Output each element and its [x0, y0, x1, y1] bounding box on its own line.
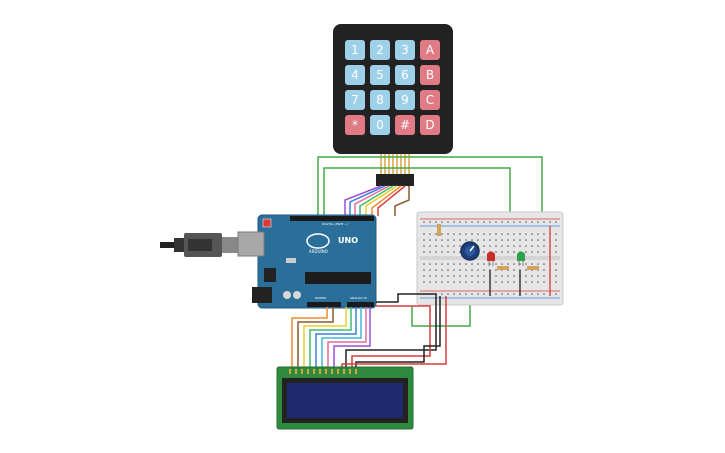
keypad-to-arduino-wires — [344, 185, 410, 216]
keypad-header-connector — [376, 174, 414, 186]
voltage-regulator — [264, 268, 276, 282]
arduino-logo — [306, 233, 330, 249]
capacitor-right — [293, 291, 301, 299]
lcd-pins — [289, 369, 357, 374]
key-hash[interactable]: # — [395, 115, 415, 135]
led-red[interactable] — [487, 251, 495, 267]
key-9[interactable]: 9 — [395, 90, 415, 110]
power-header — [307, 302, 341, 307]
digital-header — [290, 216, 374, 221]
key-6[interactable]: 6 — [395, 65, 415, 85]
resistor-top[interactable] — [437, 224, 441, 236]
analog-header-label: ANALOG IN — [350, 296, 367, 300]
key-8[interactable]: 8 — [370, 90, 390, 110]
arduino-brand-label: ARDUINO — [309, 249, 328, 254]
key-b[interactable]: B — [420, 65, 440, 85]
key-star[interactable]: * — [345, 115, 365, 135]
key-0[interactable]: 0 — [370, 115, 390, 135]
key-2[interactable]: 2 — [370, 40, 390, 60]
reset-button[interactable] — [262, 218, 272, 228]
usb-port — [237, 231, 265, 257]
digital-header-label: DIGITAL (PWM ~) — [322, 222, 348, 226]
potentiometer[interactable] — [460, 241, 480, 261]
key-c[interactable]: C — [420, 90, 440, 110]
key-7[interactable]: 7 — [345, 90, 365, 110]
arduino-to-lcd-wires — [291, 307, 371, 367]
key-4[interactable]: 4 — [345, 65, 365, 85]
microcontroller-chip — [305, 272, 371, 284]
crystal — [286, 258, 296, 263]
usb-cable — [160, 233, 242, 257]
key-a[interactable]: A — [420, 40, 440, 60]
power-header-label: POWER — [315, 296, 327, 300]
key-5[interactable]: 5 — [370, 65, 390, 85]
resistor-green-led[interactable] — [527, 266, 539, 270]
key-d[interactable]: D — [420, 115, 440, 135]
keypad-4x4[interactable]: 1 2 3 A 4 5 6 B 7 8 9 C * 0 # D — [333, 24, 453, 154]
power-jack — [252, 287, 272, 303]
key-1[interactable]: 1 — [345, 40, 365, 60]
arduino-model-label: UNO — [338, 236, 358, 245]
led-green[interactable] — [517, 251, 525, 267]
capacitor-left — [283, 291, 291, 299]
breadboard-jumper-wires — [489, 226, 551, 296]
lcd-display[interactable] — [276, 366, 414, 430]
analog-header — [347, 302, 374, 307]
key-3[interactable]: 3 — [395, 40, 415, 60]
arduino-uno-board[interactable] — [237, 214, 377, 309]
resistor-red-led[interactable] — [497, 266, 509, 270]
power-wires — [341, 293, 447, 367]
lcd-screen — [287, 383, 403, 418]
